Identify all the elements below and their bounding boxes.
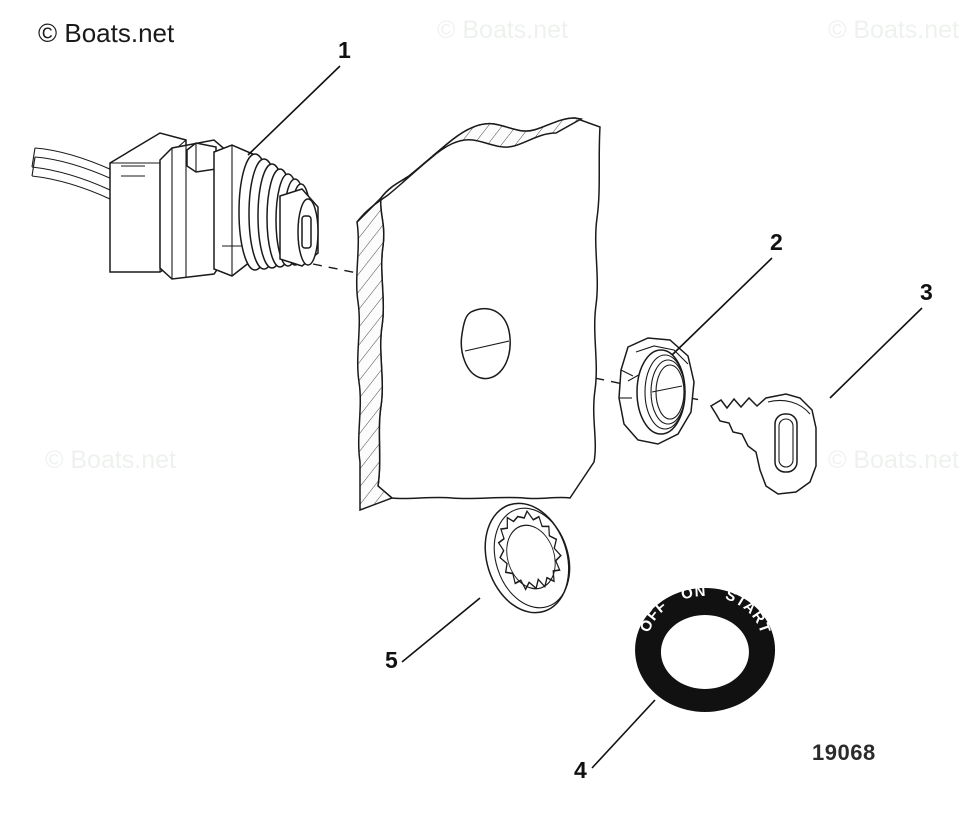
watermark-text: © Boats.net — [45, 446, 176, 474]
leader-line-5 — [401, 597, 481, 663]
panel-mounting-hole — [460, 307, 511, 380]
part-hex-nut[interactable]: 2 — [618, 229, 783, 445]
callout-label-4: 4 — [574, 757, 587, 783]
brand-logo: © Boats.net — [38, 18, 175, 48]
callout-label-1: 1 — [338, 37, 351, 63]
watermark-text: © Boats.net — [828, 16, 959, 44]
callout-label-3: 3 — [920, 279, 933, 305]
part-key[interactable]: 3 — [709, 279, 933, 495]
leader-line-1 — [247, 65, 341, 156]
switch-top-tab — [186, 142, 217, 173]
part-mounting-panel — [355, 117, 601, 512]
watermark-text: © Boats.net — [437, 16, 568, 44]
wire-harness — [31, 147, 113, 200]
callout-label-2: 2 — [770, 229, 783, 255]
leader-line-2 — [671, 257, 773, 356]
leader-line-4 — [591, 699, 656, 769]
drawing-number: 19068 — [812, 740, 876, 765]
watermark-text: © Boats.net — [828, 446, 959, 474]
part-ignition-switch[interactable]: 1 — [31, 37, 351, 280]
leader-line-3 — [829, 307, 923, 399]
callout-label-5: 5 — [385, 647, 398, 673]
bezel-text-on: ON — [679, 583, 706, 604]
switch-key-cylinder — [279, 188, 319, 267]
part-lock-washer[interactable]: 5 — [385, 492, 582, 673]
part-bezel-ring[interactable]: OFF ON START 4 — [574, 583, 776, 783]
bezel-ring-body — [635, 588, 776, 712]
